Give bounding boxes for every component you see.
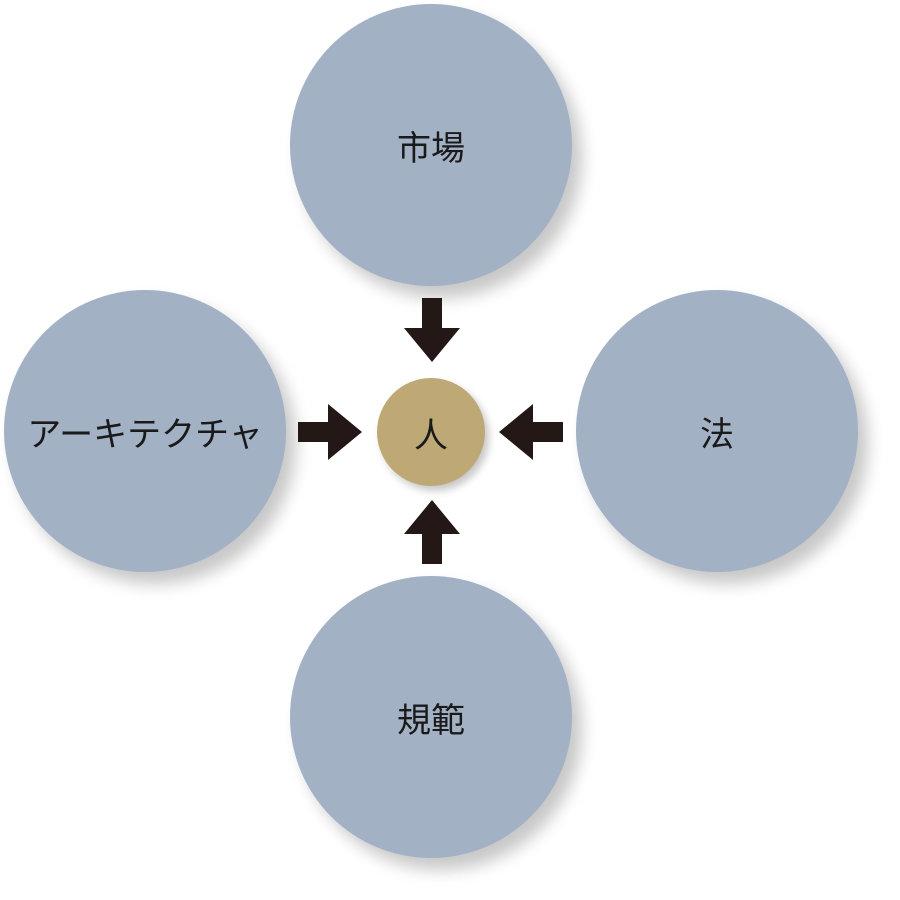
node-market-label: 市場 bbox=[397, 128, 465, 169]
node-law: 法 bbox=[576, 290, 858, 572]
node-norms: 規範 bbox=[290, 576, 572, 858]
arrow-up-icon bbox=[404, 500, 460, 564]
node-market: 市場 bbox=[290, 4, 572, 286]
node-person: 人 bbox=[377, 378, 485, 486]
node-architecture-label: アーキテクチャ bbox=[27, 414, 263, 455]
arrow-left-icon bbox=[499, 404, 563, 460]
node-architecture: アーキテクチャ bbox=[4, 290, 286, 572]
arrow-right-icon bbox=[298, 404, 362, 460]
arrow-down-icon bbox=[404, 298, 460, 362]
node-law-label: 法 bbox=[700, 414, 734, 455]
node-person-label: 人 bbox=[414, 415, 448, 456]
node-norms-label: 規範 bbox=[397, 700, 465, 741]
